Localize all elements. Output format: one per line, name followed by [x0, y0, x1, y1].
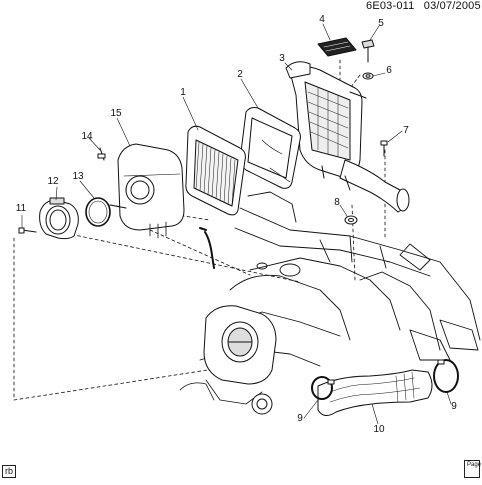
callout-10: 10 [373, 424, 385, 435]
callout-5: 5 [378, 18, 384, 29]
throttle-body-assembly [179, 305, 277, 415]
callout-leaders [21, 23, 452, 425]
nut-part [362, 72, 374, 80]
callout-2: 2 [237, 69, 243, 80]
clamp-part-left [311, 376, 335, 400]
corner-page-label: Page [467, 462, 482, 468]
diagram-header: 6E03-011 03/07/2005 [366, 0, 481, 12]
callout-13: 13 [72, 171, 84, 182]
callout-9-left: 9 [297, 413, 303, 424]
seal-part [85, 197, 111, 227]
callout-11: 11 [15, 203, 27, 214]
adapter-part [39, 197, 79, 240]
clamp-part-right [433, 359, 459, 393]
callout-6: 6 [386, 65, 392, 76]
callout-9-right: 9 [451, 401, 457, 412]
callout-14: 14 [81, 131, 93, 142]
air-cleaner-element-part [185, 125, 246, 216]
grommet-part [344, 215, 358, 225]
bolt-part [361, 39, 375, 63]
callout-12: 12 [47, 176, 59, 187]
callout-3: 3 [279, 53, 285, 64]
corner-mark-left: rb [2, 465, 17, 478]
callout-15: 15 [110, 108, 122, 119]
label-plate-part [317, 37, 357, 57]
fastener-part [97, 147, 106, 161]
stud-part [380, 140, 388, 157]
element-frame-part [239, 107, 301, 189]
callout-8: 8 [334, 197, 340, 208]
callout-1: 1 [180, 87, 186, 98]
diagram-date: 03/07/2005 [423, 0, 481, 12]
callout-7: 7 [403, 125, 409, 136]
corner-page-icon: Page [464, 460, 482, 478]
lower-housing-part [109, 143, 185, 239]
callout-4: 4 [319, 14, 325, 25]
diagram-id: 6E03-011 [366, 0, 415, 12]
upper-housing-part [285, 61, 410, 213]
intake-duct-part [317, 369, 433, 416]
screw-part [18, 227, 37, 234]
